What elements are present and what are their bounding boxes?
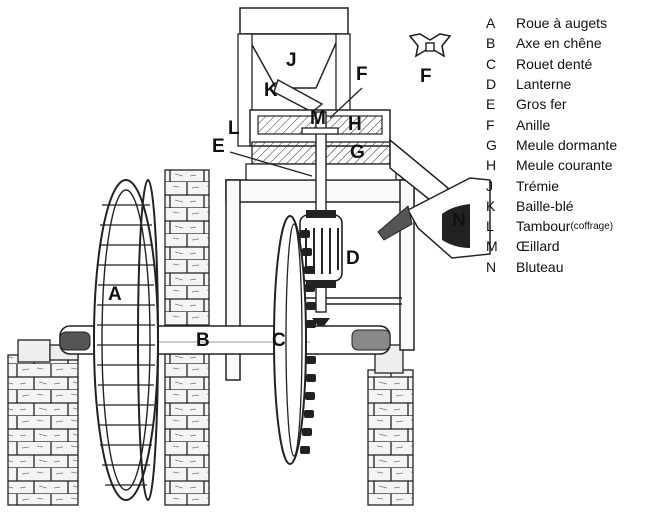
lantern-pinion: [299, 210, 343, 288]
legend-text: Rouet denté: [516, 55, 593, 72]
left-stone-pier: [7, 339, 79, 506]
label-b: B: [196, 330, 210, 351]
legend-letter: F: [486, 116, 495, 133]
label-k: K: [264, 80, 278, 101]
legend-text: Lanterne: [516, 76, 572, 93]
legend-letter: A: [486, 15, 496, 32]
label-h: H: [348, 114, 362, 135]
legend-note: (coffrage): [570, 220, 614, 232]
legend-item: F Anille: [486, 114, 650, 134]
legend-text: Tambour: [516, 218, 571, 235]
legend-letter: J: [486, 177, 493, 194]
legend-text: Meule courante: [516, 157, 613, 174]
leader-lines: [229, 87, 363, 177]
legend-letter: N: [486, 258, 497, 275]
right-stone-pier: [367, 344, 414, 506]
legend-text: Bluteau: [516, 258, 564, 275]
label-m: M: [310, 108, 326, 129]
legend-letter: H: [486, 157, 497, 174]
label-d: D: [346, 248, 360, 269]
legend-item: B Axe en chêne: [486, 33, 650, 53]
label-a: A: [108, 284, 122, 305]
legend-text: Axe en chêne: [516, 35, 602, 52]
label-f: F: [356, 64, 368, 85]
legend-item: J Trémie: [486, 175, 650, 195]
legend-item: H Meule courante: [486, 155, 650, 175]
legend-letter: M: [486, 238, 498, 255]
legend-text: Meule dormante: [516, 136, 618, 153]
legend: A Roue à augets B Axe en chêne C Rouet dent…: [486, 13, 650, 277]
legend-letter: B: [486, 35, 496, 52]
legend-item: D Lanterne: [486, 74, 650, 94]
legend-letter: D: [486, 76, 497, 93]
water-wheel: [93, 179, 159, 501]
legend-text: Gros fer: [516, 96, 567, 113]
legend-item: M Œillard: [486, 236, 650, 256]
legend-text: Anille: [516, 116, 551, 133]
label-c: C: [272, 330, 286, 351]
legend-item: E Gros fer: [486, 94, 650, 114]
legend-item: C Rouet denté: [486, 54, 650, 74]
label-n: N: [452, 210, 466, 231]
legend-item: A Roue à augets: [486, 13, 650, 33]
legend-letter: C: [486, 55, 497, 72]
gear-wheel: [273, 215, 316, 465]
legend-text: Roue à augets: [516, 15, 608, 32]
legend-item: N Bluteau: [486, 257, 650, 277]
legend-text: Œillard: [516, 238, 560, 255]
legend-text: Trémie: [516, 177, 560, 194]
label-j: J: [286, 50, 297, 71]
rynd-detail-icon: [408, 33, 452, 58]
legend-letter: L: [486, 218, 494, 235]
legend-text: Baille-blé: [516, 197, 574, 214]
legend-item: G Meule dormante: [486, 135, 650, 155]
label-g: G: [350, 142, 365, 163]
label-f-detail: F: [420, 66, 432, 87]
legend-letter: G: [486, 136, 497, 153]
legend-letter: K: [486, 197, 496, 214]
legend-item: K Baille-blé: [486, 196, 650, 216]
legend-letter: E: [486, 96, 496, 113]
bolter: [377, 177, 491, 259]
label-e: E: [212, 136, 225, 157]
label-l: L: [228, 118, 240, 139]
legend-item: L Tambour (coffrage): [486, 216, 650, 236]
